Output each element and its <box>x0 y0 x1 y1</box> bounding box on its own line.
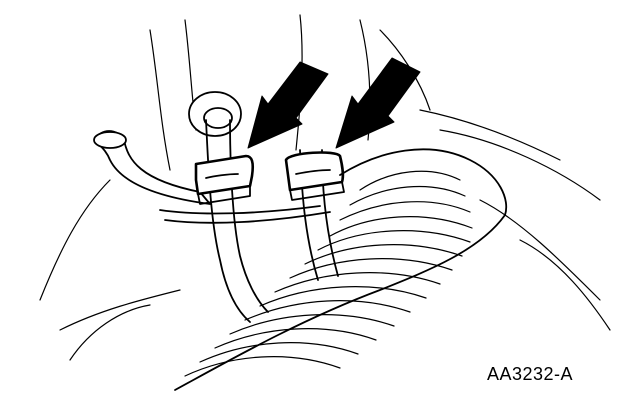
grommet <box>188 91 242 137</box>
left-hose-clip <box>194 154 255 205</box>
corrugated-hose <box>174 148 508 391</box>
background-panel <box>39 14 611 361</box>
right-hose-clip <box>284 151 345 201</box>
figure-reference-code: AA3232-A <box>487 364 574 384</box>
arrow-left-clip <box>247 61 329 149</box>
hose-bracket <box>93 130 331 224</box>
arrow-right-clip <box>335 57 421 149</box>
left-hose <box>205 119 269 323</box>
